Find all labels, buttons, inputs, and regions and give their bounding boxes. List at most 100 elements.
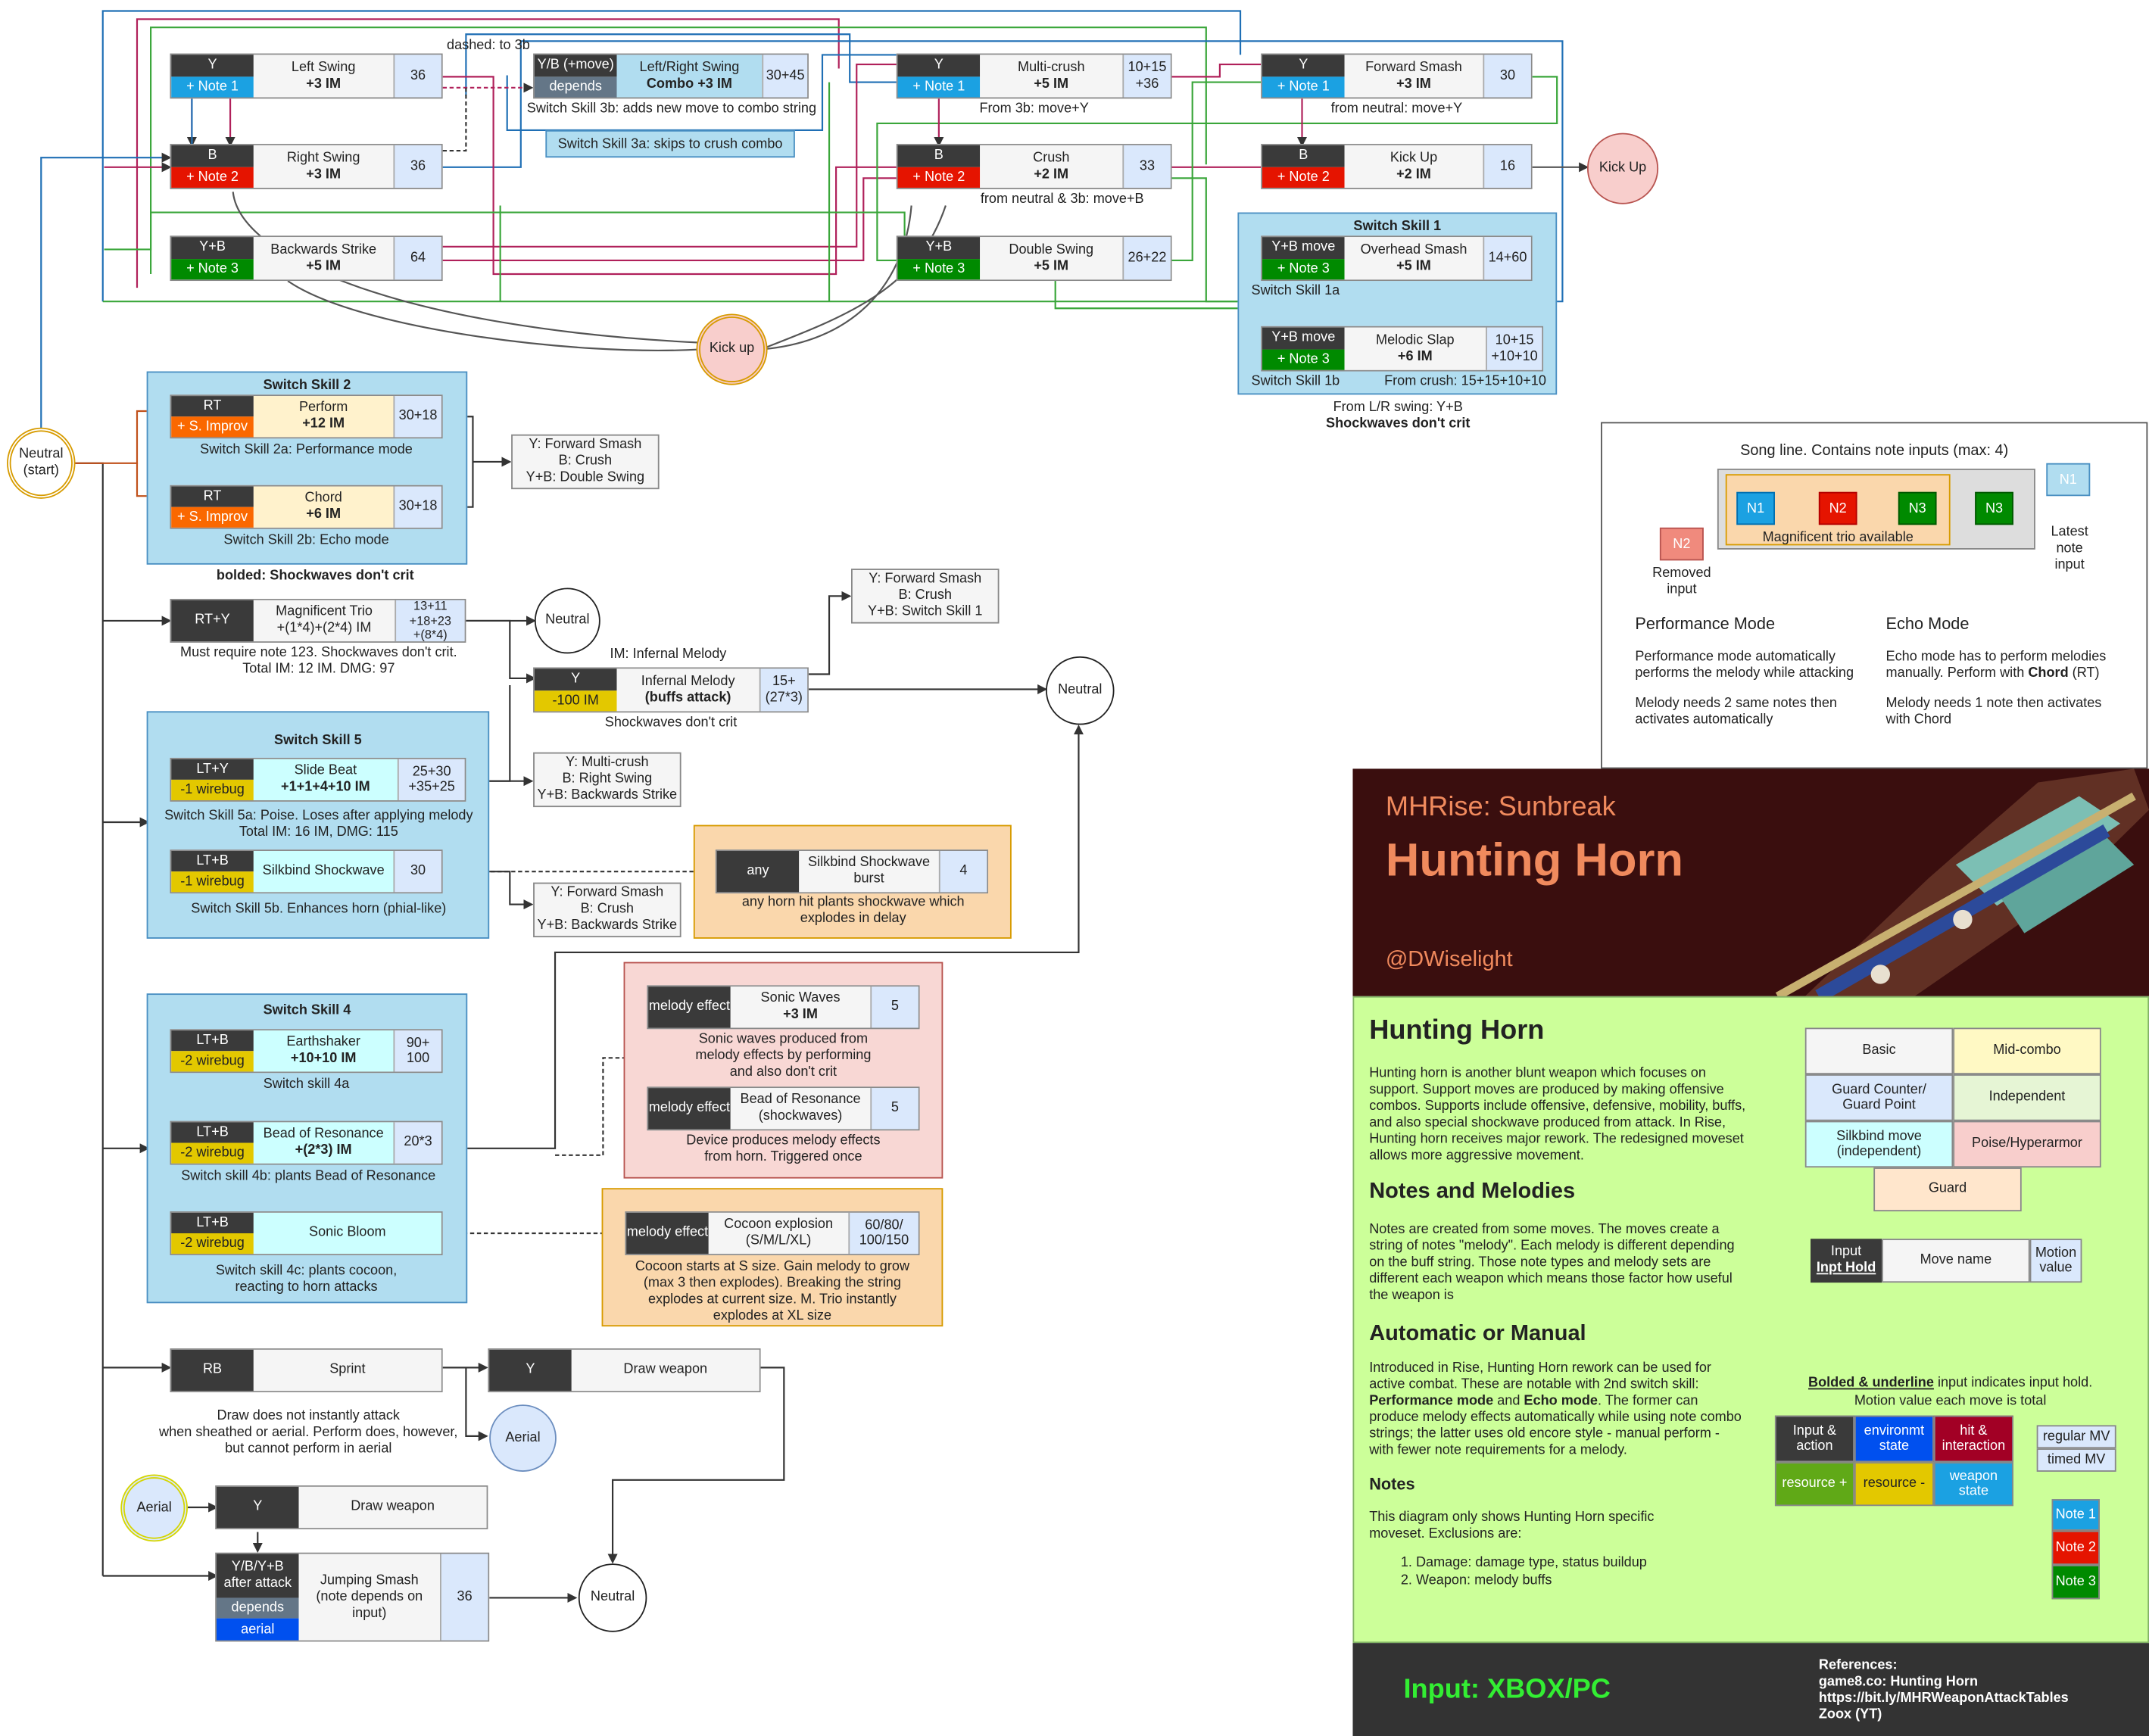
legend-environment: environmt state: [1854, 1415, 1934, 1463]
from-neutral-3b-caption: from neutral & 3b: move+B: [980, 192, 1144, 207]
neutral-circle-3: Neutral: [578, 1563, 647, 1632]
exclusion-2-text: Weapon: melody buffs: [1415, 1572, 1552, 1588]
from-3b-caption: From 3b: move+Y: [979, 101, 1089, 117]
group-title: Switch Skill 1: [1353, 219, 1442, 235]
move-kick-up: B+ Note 2 Kick Up+2 IM 16: [1261, 144, 1533, 189]
input-key: Y+B: [171, 237, 254, 259]
note-badge: -100 IM: [534, 690, 617, 712]
input-platform: Input: XBOX/PC: [1403, 1674, 1611, 1705]
note-badge: -2 wirebug: [171, 1233, 254, 1254]
legend-move-name: Move name: [1882, 1239, 2030, 1283]
ss3a-box: Switch Skill 3a: skips to crush combo: [545, 129, 795, 158]
move-name: Perform: [298, 400, 348, 416]
legend-note-3: Note 3: [2051, 1565, 2100, 1600]
move-earthshaker: LT+B-2 wirebug Earthshaker+10+10 IM 90+ …: [170, 1029, 443, 1074]
ss4c-caption: Switch skill 4c: plants cocoon, reacting…: [215, 1263, 398, 1295]
move-im: +5 IM: [306, 258, 342, 274]
legend-note-1: Note 1: [2051, 1499, 2100, 1531]
move-multi-crush: Y+ Note 1 Multi-crush+5 IM 10+15 +36: [896, 53, 1172, 99]
move-name: Bead of Resonance: [740, 1092, 861, 1108]
move-name: Magnificent Trio: [276, 604, 373, 620]
move-cocoon-explosion: melody effect Cocoon explosion(S/M/L/XL)…: [625, 1211, 920, 1255]
note-badge: + Note 1: [171, 76, 254, 98]
note-badge: + Note 1: [1262, 76, 1345, 98]
motion-value: 5: [870, 986, 919, 1028]
move-im: (note depends on input): [316, 1588, 423, 1621]
echo-mode-text-1: Echo mode has to perform melodies manual…: [1886, 650, 2119, 682]
legend-independent: Independent: [1953, 1074, 2101, 1121]
move-draw-weapon: Y Draw weapon: [488, 1348, 761, 1392]
ss1b-from-caption: From crush: 15+15+10+10: [1384, 374, 1546, 390]
im-infernal-label: IM: Infernal Melody: [610, 647, 727, 662]
input-key: Y+B: [897, 237, 981, 259]
note-badge: -2 wirebug: [171, 1142, 254, 1164]
move-double-swing: Y+B+ Note 3 Double Swing+5 IM 26+22: [896, 235, 1172, 282]
move-name: Melodic Slap: [1375, 332, 1455, 348]
move-im: +1+1+4+10 IM: [280, 779, 370, 795]
legend-resource-plus: resource +: [1774, 1462, 1854, 1507]
bold-note-a: Bolded & underline: [1808, 1376, 1934, 1392]
group-title: Switch Skill 5: [274, 733, 362, 749]
sonic-waves-caption: Sonic waves produced from melody effects…: [695, 1031, 872, 1080]
motion-value: 20*3: [393, 1122, 441, 1164]
input-key: Y: [216, 1486, 299, 1529]
move-perform: RT+ S. Improv Perform+12 IM 30+18: [170, 394, 443, 439]
note-badge: + Note 2: [897, 166, 981, 188]
input-key: Y+B move: [1262, 327, 1345, 349]
removed-note: N2: [1659, 527, 1704, 561]
input-key: B: [171, 145, 254, 167]
from-neutral-caption: from neutral: move+Y: [1330, 101, 1463, 117]
note-badge: + Note 2: [1262, 166, 1345, 188]
move-right-swing: B+ Note 2 Right Swing+3 IM 36: [170, 144, 443, 189]
move-im: (shockwaves): [758, 1108, 843, 1124]
song-title: Song line. Contains note inputs (max: 4): [1740, 442, 2009, 460]
legend-mv-note: Motion value each move is total: [1854, 1393, 2047, 1409]
move-name: Bead of Resonance: [263, 1126, 384, 1142]
p3-a: Introduced in Rise, Hunting Horn rework …: [1369, 1360, 1711, 1392]
move-name: Kick Up: [1390, 150, 1438, 166]
motion-value: 14+60: [1483, 237, 1531, 280]
move-im: +5 IM: [1034, 76, 1069, 92]
latest-label: Latest note input: [2051, 525, 2088, 573]
move-im: burst: [853, 871, 884, 887]
move-name: Left Swing: [291, 59, 356, 75]
ss5a-caption: Switch Skill 5a: Poise. Loses after appl…: [164, 808, 473, 840]
followup-box-4: Y: Forward Smash B: Crush Y+B: Backwards…: [533, 882, 682, 938]
move-name: Backwards Strike: [270, 242, 377, 257]
p3-d: Echo mode: [1524, 1393, 1598, 1409]
song-note-3: N3: [1898, 491, 1937, 525]
legend-mid-combo: Mid-combo: [1953, 1027, 2101, 1075]
legend-weapon-state: weapon state: [1933, 1462, 2013, 1507]
move-sonic-waves: melody effect Sonic Waves+3 IM 5: [647, 985, 920, 1030]
legend-silkbind: Silkbind move (independent): [1804, 1120, 1954, 1168]
neutral-circle-2: Neutral: [1046, 656, 1115, 725]
input-key: Y/B (+move): [534, 55, 617, 76]
perf-mode-title: Performance Mode: [1635, 613, 1776, 634]
aerial-circle-2: Aerial: [120, 1474, 188, 1542]
legend-guard-counter: Guard Counter/ Guard Point: [1804, 1074, 1954, 1121]
move-im: +3 IM: [783, 1007, 818, 1023]
switch-skill-5-group: Switch Skill 5: [146, 711, 490, 939]
legend-basic: Basic: [1804, 1027, 1954, 1075]
weapon-title: Hunting Horn: [1385, 834, 1683, 887]
motion-value: 15+ (27*3): [759, 669, 808, 712]
note-badge: -1 wirebug: [171, 871, 254, 893]
move-chord: RT+ S. Improv Chord+6 IM 30+18: [170, 485, 443, 529]
group-title: Switch Skill 4: [263, 1002, 351, 1018]
infernal-caption: Shockwaves don't crit: [604, 715, 738, 731]
move-sprint: RB Sprint: [170, 1348, 443, 1392]
motion-value: 64: [393, 237, 441, 280]
legend-poise: Poise/Hyperarmor: [1953, 1120, 2101, 1168]
move-slide-beat: LT+Y-1 wirebug Slide Beat+1+1+4+10 IM 25…: [170, 757, 466, 802]
move-name: Infernal Melody: [641, 673, 735, 689]
move-name: Earthshaker: [286, 1034, 360, 1050]
neutral-start: Neutral (start): [7, 427, 76, 499]
legend-input: Input: [1830, 1244, 1862, 1260]
motion-value: 5: [870, 1088, 919, 1130]
legend-input-box: Input Inpt Hold: [1811, 1239, 1882, 1283]
move-name: Multi-crush: [1018, 59, 1085, 75]
perf-mode-text-1: Performance mode automatically performs …: [1635, 649, 1854, 681]
bolded-note: bolded: Shockwaves don't crit: [216, 569, 414, 584]
motion-value: 13+11 +18+23 +(8*4): [395, 600, 465, 641]
